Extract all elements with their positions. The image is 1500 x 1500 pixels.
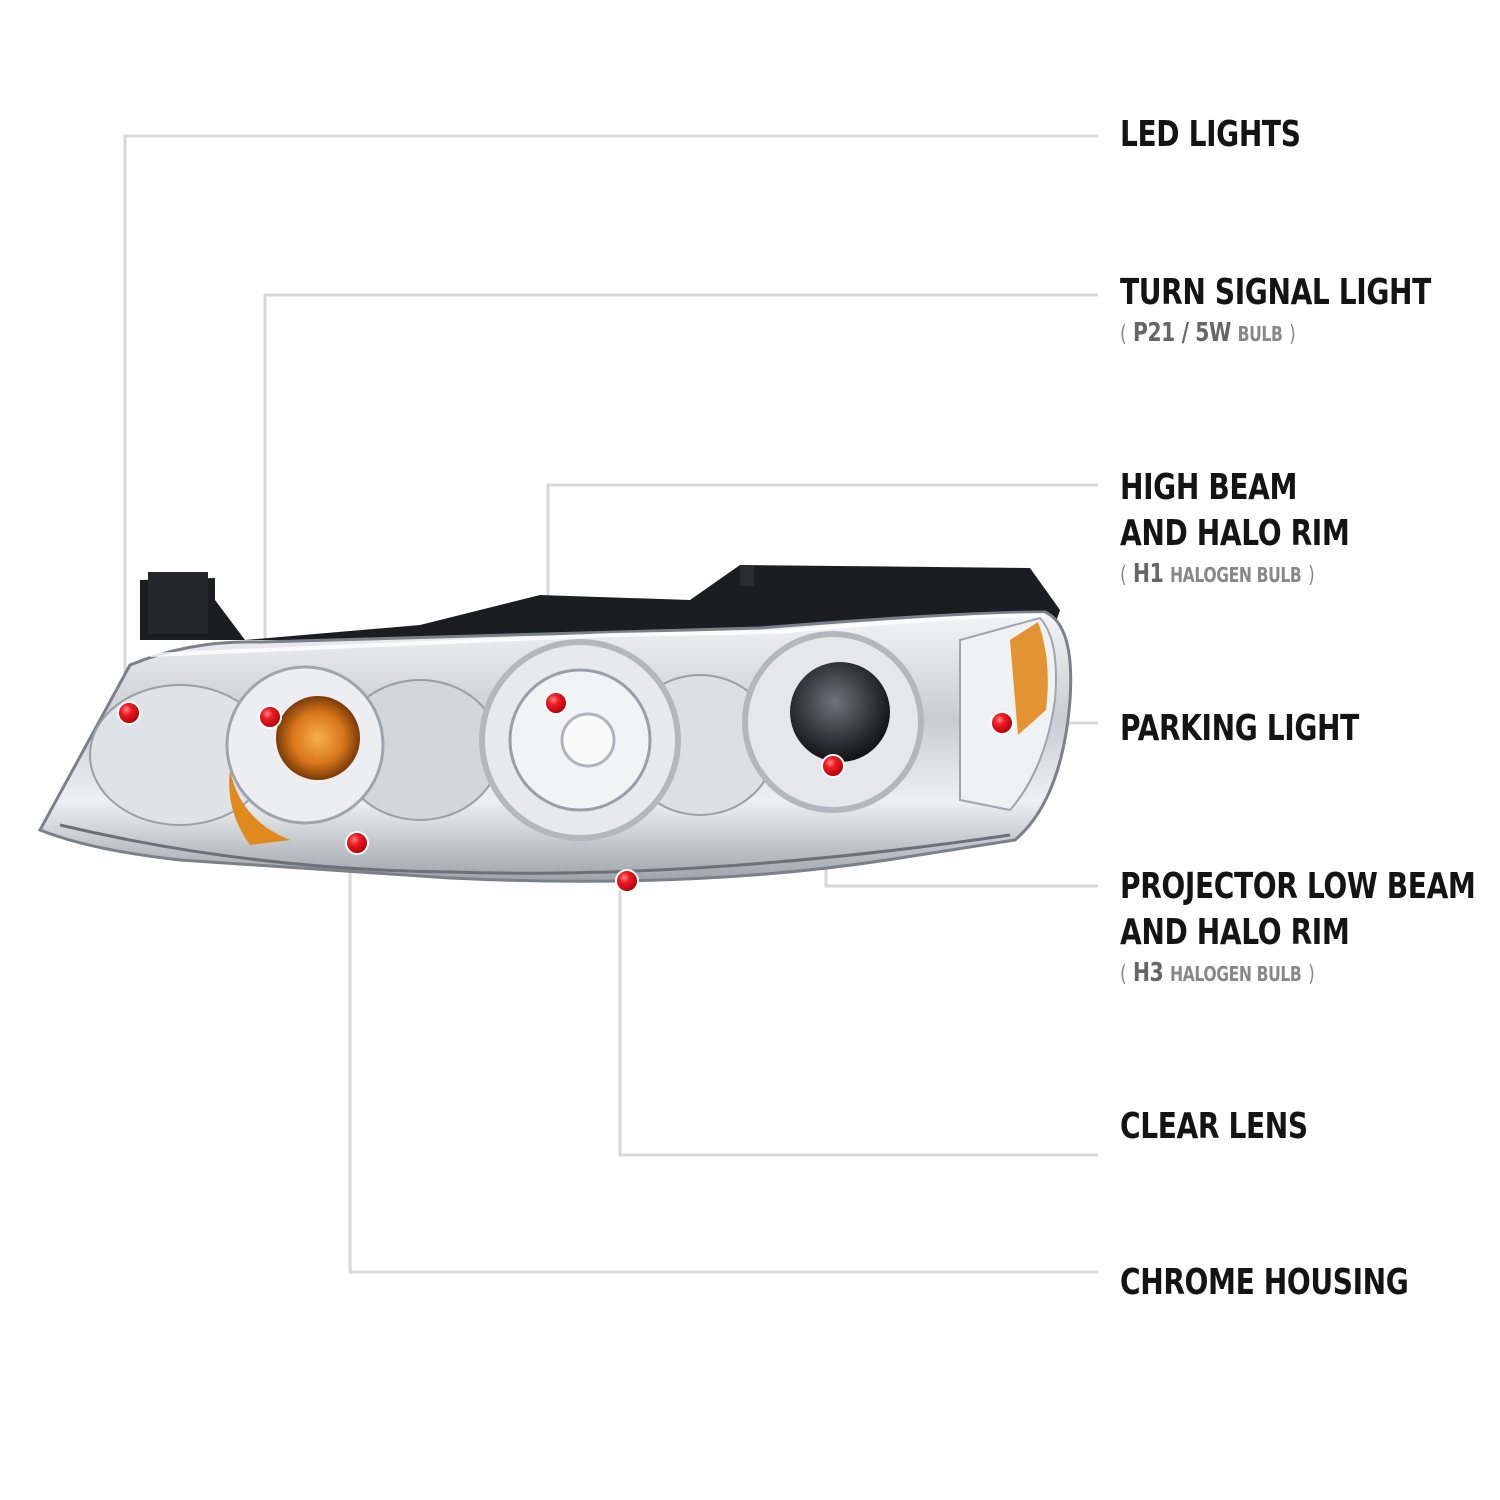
marker-turn <box>258 705 282 729</box>
marker-led <box>117 701 141 725</box>
label-clear-lens: CLEAR LENS <box>1120 1104 1308 1150</box>
marker-park <box>990 711 1014 735</box>
turn-signal-bulb <box>276 696 360 780</box>
paren-open: ( <box>1120 322 1127 347</box>
bulb-type: HALOGEN BULB <box>1169 563 1302 587</box>
bulb-code: P21 / 5W <box>1132 318 1231 348</box>
paren-close: ) <box>1308 563 1315 588</box>
label-title: TURN SIGNAL LIGHT <box>1120 272 1431 313</box>
label-high-beam: HIGH BEAM AND HALO RIM ( H1 HALOGEN BULB… <box>1120 465 1350 593</box>
label-chrome-housing: CHROME HOUSING <box>1120 1260 1409 1306</box>
marker-high <box>544 691 568 715</box>
bulb-spec: ( H1 HALOGEN BULB ) <box>1120 557 1349 593</box>
projector-lens <box>790 662 890 762</box>
label-title: HIGH BEAM <box>1120 467 1298 508</box>
label-title: LED LIGHTS <box>1120 114 1301 155</box>
bulb-spec: ( P21 / 5W BULB ) <box>1120 316 1431 352</box>
label-parking-light: PARKING LIGHT <box>1120 706 1359 752</box>
leader-lens <box>618 880 1098 1157</box>
label-title: CLEAR LENS <box>1120 1106 1308 1147</box>
paren-open: ( <box>1120 962 1127 987</box>
bulb-type: BULB <box>1237 322 1283 346</box>
label-turn-signal-light: TURN SIGNAL LIGHT ( P21 / 5W BULB ) <box>1120 270 1431 352</box>
marker-chrome <box>345 831 369 855</box>
label-title-2: AND HALO RIM <box>1120 912 1350 953</box>
lower-trim <box>59 823 1011 875</box>
paren-close: ) <box>1308 962 1315 987</box>
mount-tab-right <box>740 566 754 586</box>
paren-open: ( <box>1120 563 1127 588</box>
label-projector-low-beam: PROJECTOR LOW BEAM AND HALO RIM ( H3 HAL… <box>1120 864 1476 992</box>
bulb-code: H1 <box>1132 559 1164 589</box>
bulb-code: H3 <box>1132 958 1164 988</box>
label-title: PROJECTOR LOW BEAM <box>1120 866 1476 907</box>
label-title: PARKING LIGHT <box>1120 708 1359 749</box>
marker-proj <box>821 754 845 778</box>
markers <box>117 691 1014 893</box>
bulb-type: HALOGEN BULB <box>1169 962 1302 986</box>
headlight-assembly <box>37 565 1073 883</box>
marker-lens <box>615 869 639 893</box>
leader-chrome <box>348 842 1098 1274</box>
paren-close: ) <box>1289 322 1296 347</box>
leader-led <box>123 134 1098 712</box>
bulb-spec: ( H3 HALOGEN BULB ) <box>1120 956 1475 992</box>
high-beam-bulb <box>560 712 616 768</box>
label-led-lights: LED LIGHTS <box>1120 112 1301 158</box>
label-title: CHROME HOUSING <box>1120 1262 1409 1303</box>
label-title-2: AND HALO RIM <box>1120 513 1350 554</box>
leader-turn <box>263 293 1098 716</box>
mount-tab-left <box>148 572 208 634</box>
lens-top-edge <box>149 613 1046 657</box>
